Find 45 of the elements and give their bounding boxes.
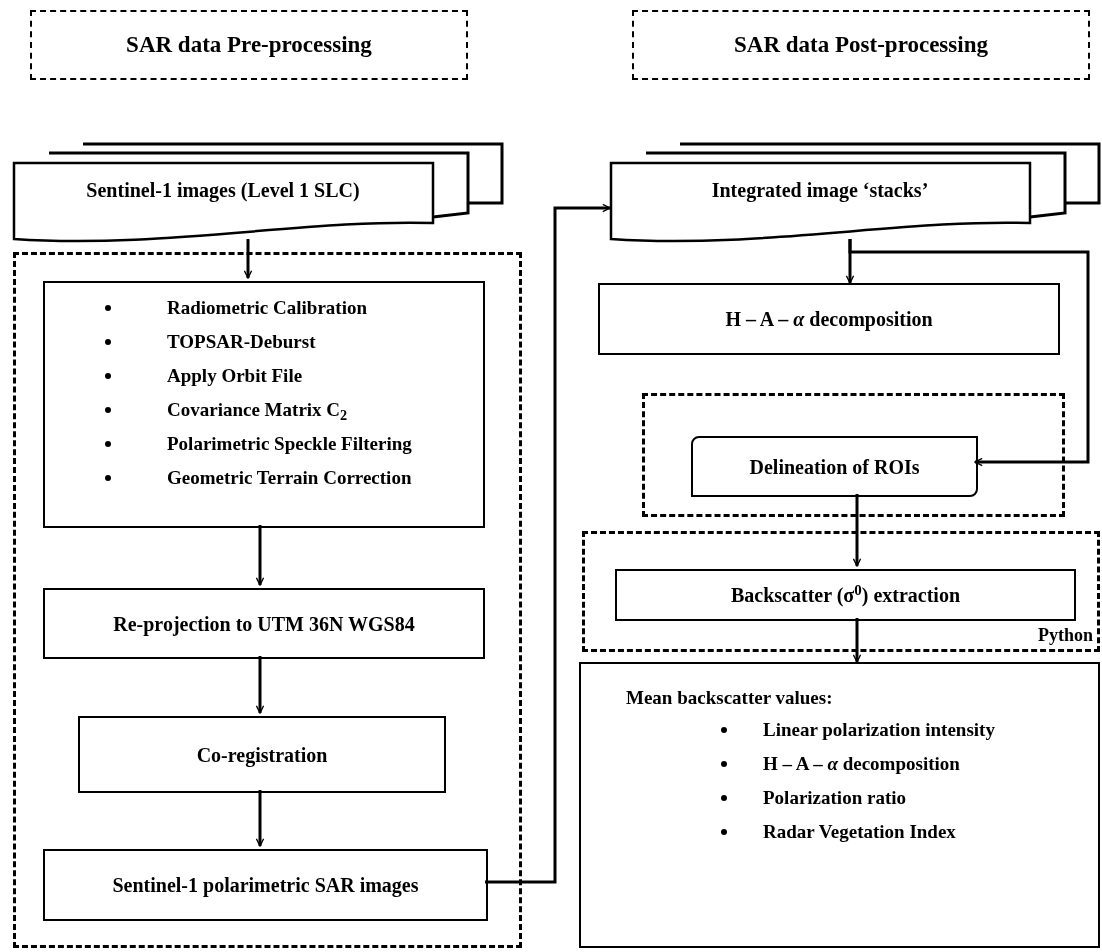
box-text: Linear polarization intensity xyxy=(763,717,995,742)
process-box xyxy=(43,588,485,659)
dashed-group xyxy=(642,393,1065,517)
box-text: SAR data Post-processing xyxy=(734,30,988,59)
header-box xyxy=(30,10,468,80)
box-text: Backscatter (σ$^{0}$) extraction xyxy=(730,580,961,609)
arrow xyxy=(852,618,862,663)
document-stack xyxy=(610,143,1100,245)
arrow xyxy=(848,239,1090,467)
process-box xyxy=(615,569,1076,621)
box-text: Integrated image ‘stacks’ xyxy=(711,178,929,204)
box-text: Geometric Terrain Correction xyxy=(167,466,412,490)
arrow xyxy=(255,525,265,586)
dashed-group xyxy=(582,531,1100,652)
box-text: Co-registration xyxy=(196,742,328,769)
process-box xyxy=(598,283,1060,355)
arrow xyxy=(485,203,611,884)
box-text: Radar Vegetation Index xyxy=(763,819,956,844)
arrow xyxy=(852,494,862,567)
box-text: Mean backscatter values: xyxy=(626,687,833,708)
dashed-group xyxy=(13,252,522,948)
box-text: H – A – α decomposition xyxy=(725,307,933,333)
box-text: Polarimetric Speckle Filtering xyxy=(167,432,412,456)
box-text: TOPSAR-Deburst xyxy=(167,330,316,354)
box-text: Covariance Matrix C$_{2}$ xyxy=(167,398,348,425)
box-text: Sentinel-1 polarimetric SAR images xyxy=(112,873,419,899)
box-text: Polarization ratio xyxy=(763,785,906,810)
document-stack xyxy=(13,143,503,245)
process-box xyxy=(78,716,446,793)
arrow xyxy=(255,656,265,714)
box-text: Sentinel-1 images (Level 1 SLC) xyxy=(86,178,360,204)
arrow xyxy=(255,790,265,847)
box-text: Re-projection to UTM 36N WGS84 xyxy=(113,611,415,638)
box-text: H – A – α decomposition xyxy=(763,751,960,776)
results-box xyxy=(579,662,1100,948)
box-text: Delineation of ROIs xyxy=(749,454,920,480)
header-box xyxy=(632,10,1090,80)
steps-box xyxy=(43,281,485,528)
box-text: Python xyxy=(1038,624,1093,647)
process-box xyxy=(43,849,488,921)
box-text: SAR data Pre-processing xyxy=(126,30,372,59)
box-text: Apply Orbit File xyxy=(167,364,303,388)
rounded-process-box xyxy=(691,436,978,497)
arrow xyxy=(243,239,253,279)
box-text: Radiometric Calibration xyxy=(167,296,367,320)
